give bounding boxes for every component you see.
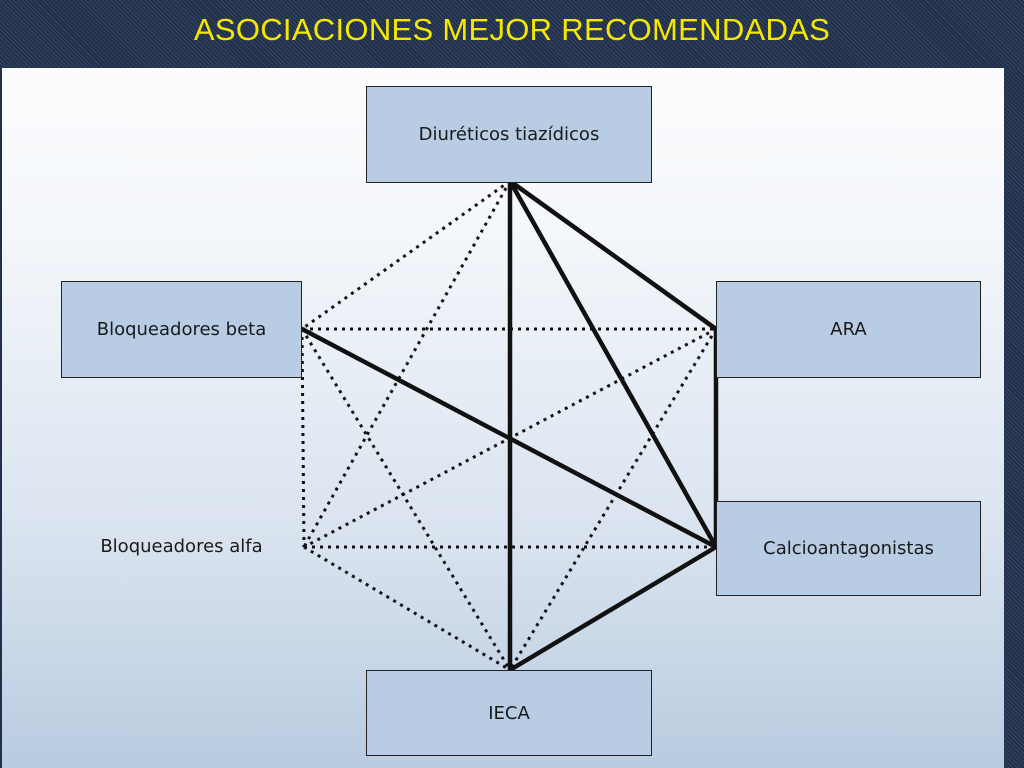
node-label: Diuréticos tiazídicos	[418, 124, 600, 145]
title-bar: ASOCIACIONES MEJOR RECOMENDADAS	[0, 0, 1024, 68]
node-label: IECA	[488, 702, 530, 724]
node-bloqueadores-alfa: Bloqueadores alfa	[61, 521, 302, 571]
node-ara: ARA	[716, 281, 981, 378]
other-link-alfa-ieca	[303, 545, 511, 672]
other-link-ara-ieca	[508, 328, 718, 671]
other-link-beta-alfa	[300, 328, 306, 548]
recommended-link-diuretics-calcio	[507, 178, 719, 550]
node-label: Calcioantagonistas	[763, 538, 934, 559]
node-label: ARA	[830, 319, 867, 340]
other-link-beta-ieca	[300, 328, 512, 671]
left-border-line	[0, 68, 2, 768]
node-diureticos-tiazidicos: Diuréticos tiazídicos	[366, 86, 652, 183]
node-label: Bloqueadores beta	[96, 319, 267, 340]
other-link-diuretics-alfa	[302, 180, 512, 548]
recommended-link-calcio-ieca	[507, 544, 719, 673]
recommended-link-diuretics-ara	[507, 178, 719, 332]
node-calcioantagonistas: Calcioantagonistas	[716, 501, 981, 596]
node-bloqueadores-beta: Bloqueadores beta	[61, 281, 302, 378]
recommended-link-beta-calcio	[299, 326, 719, 550]
right-border-bar	[1004, 68, 1024, 768]
other-link-diuretics-beta	[301, 179, 511, 331]
slide-title: ASOCIACIONES MEJOR RECOMENDADAS	[193, 12, 831, 47]
node-label: Bloqueadores alfa	[100, 535, 263, 557]
node-ieca: IECA	[366, 670, 652, 756]
